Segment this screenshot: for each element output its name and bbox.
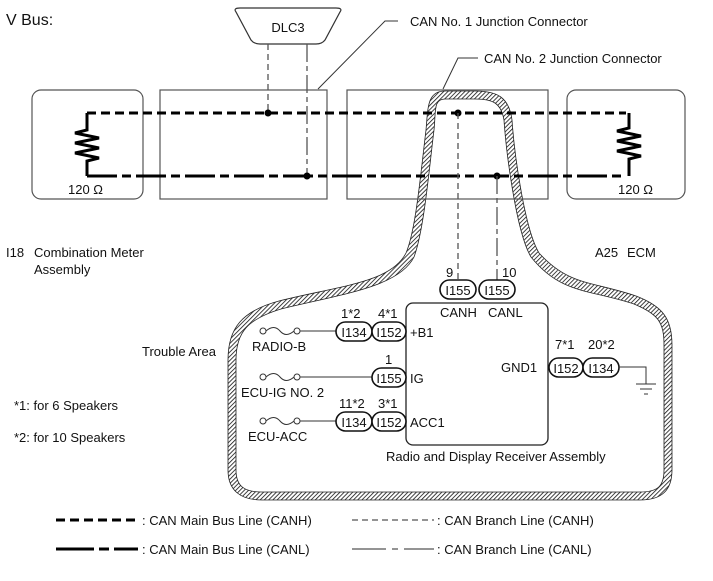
connector-code: I155 [376, 371, 401, 386]
fuse-terminal [259, 373, 267, 381]
canh-connector-code: I155 [445, 283, 470, 298]
trouble-area-outline [227, 90, 673, 501]
terminal-label: IG [410, 371, 424, 386]
legend-label: : CAN Branch Line (CANL) [437, 542, 592, 557]
fuse-icon [265, 327, 295, 335]
connector-code: I134 [341, 415, 366, 430]
jc1-leader-line [317, 20, 398, 90]
terminal-label: ACC1 [410, 415, 445, 430]
fuse-icon [265, 417, 295, 425]
connector-code: I152 [376, 325, 401, 340]
legend-label: : CAN Main Bus Line (CANL) [142, 542, 310, 557]
pin-number: 4*1 [378, 306, 398, 321]
ecm-code: A25 [595, 245, 618, 260]
power-input-ecu-acc: ECU-ACC 11*2 3*1 I134 I152 ACC1 [248, 396, 445, 444]
fuse-terminal [259, 417, 267, 425]
diagram-title: V Bus: [6, 12, 53, 29]
meter-resistor-value: 120 Ω [68, 182, 103, 197]
pin-number: 3*1 [378, 396, 398, 411]
pin-number: 1 [385, 352, 392, 367]
legend-label: : CAN Main Bus Line (CANH) [142, 513, 312, 528]
fuse-terminal [293, 373, 301, 381]
trouble-area-label: Trouble Area [142, 344, 217, 359]
pin-number: 20*2 [588, 337, 615, 352]
legend: : CAN Main Bus Line (CANH) : CAN Branch … [56, 513, 594, 557]
connector-code: I134 [341, 325, 366, 340]
connector [371, 367, 407, 388]
pin-number: 1*2 [341, 306, 361, 321]
can-junction-connector-1 [159, 89, 328, 200]
dlc3-label: DLC3 [271, 20, 304, 35]
canl-terminal: CANL [488, 305, 523, 320]
jc1-label: CAN No. 1 Junction Connector [410, 14, 588, 29]
connector-code: I152 [376, 415, 401, 430]
pin-number: 11*2 [339, 396, 365, 411]
fuse-terminal [293, 327, 301, 335]
fuse-terminal [293, 417, 301, 425]
power-input-ecu-ig-no2: ECU-IG NO. 2 1 I155 IG [241, 352, 424, 400]
meter-code: I18 [6, 245, 24, 260]
meter-name-line1: Combination Meter [34, 245, 144, 260]
power-input-radio-b: RADIO-B 1*2 4*1 I134 I152 +B1 [252, 306, 434, 354]
canl-connector-code: I155 [484, 283, 509, 298]
canh-pin-number: 9 [446, 265, 453, 280]
ecm-name: ECM [627, 245, 656, 260]
ground-terminal: GND1 [501, 360, 537, 375]
dlc3-connector: DLC3 [234, 7, 342, 45]
note-6-speakers: *1: for 6 Speakers [14, 398, 119, 413]
canl-connector [478, 279, 516, 300]
connector-code: I152 [553, 361, 578, 376]
terminal-label: +B1 [410, 325, 434, 340]
jc2-label: CAN No. 2 Junction Connector [484, 51, 662, 66]
connector [371, 411, 407, 432]
ecm-resistor-value: 120 Ω [618, 182, 653, 197]
fuse-label: RADIO-B [252, 339, 306, 354]
can-junction-connector-2 [346, 89, 549, 200]
receiver-name: Radio and Display Receiver Assembly [386, 449, 606, 464]
fuse-terminal [259, 327, 267, 335]
connector-code: I134 [588, 361, 613, 376]
canh-connector [439, 279, 477, 300]
pin-number: 7*1 [555, 337, 575, 352]
ground-icon [636, 383, 656, 395]
meter-terminating-resistor [74, 113, 100, 176]
fuse-label: ECU-IG NO. 2 [241, 385, 324, 400]
meter-name-line2: Assembly [34, 262, 91, 277]
jc2-leader-line [442, 57, 478, 90]
junction-dot [303, 172, 311, 180]
fuse-icon [265, 373, 295, 381]
fuse-label: ECU-ACC [248, 429, 307, 444]
canl-pin-number: 10 [502, 265, 516, 280]
legend-label: : CAN Branch Line (CANH) [437, 513, 594, 528]
ground-connection: GND1 7*1 20*2 I152 I134 [501, 337, 656, 395]
junction-dot [264, 109, 272, 117]
ecm-terminating-resistor [616, 113, 642, 176]
connector [371, 321, 407, 342]
ecm-box [566, 89, 686, 200]
combination-meter-box [31, 89, 144, 200]
canh-terminal: CANH [440, 305, 477, 320]
note-10-speakers: *2: for 10 Speakers [14, 430, 126, 445]
